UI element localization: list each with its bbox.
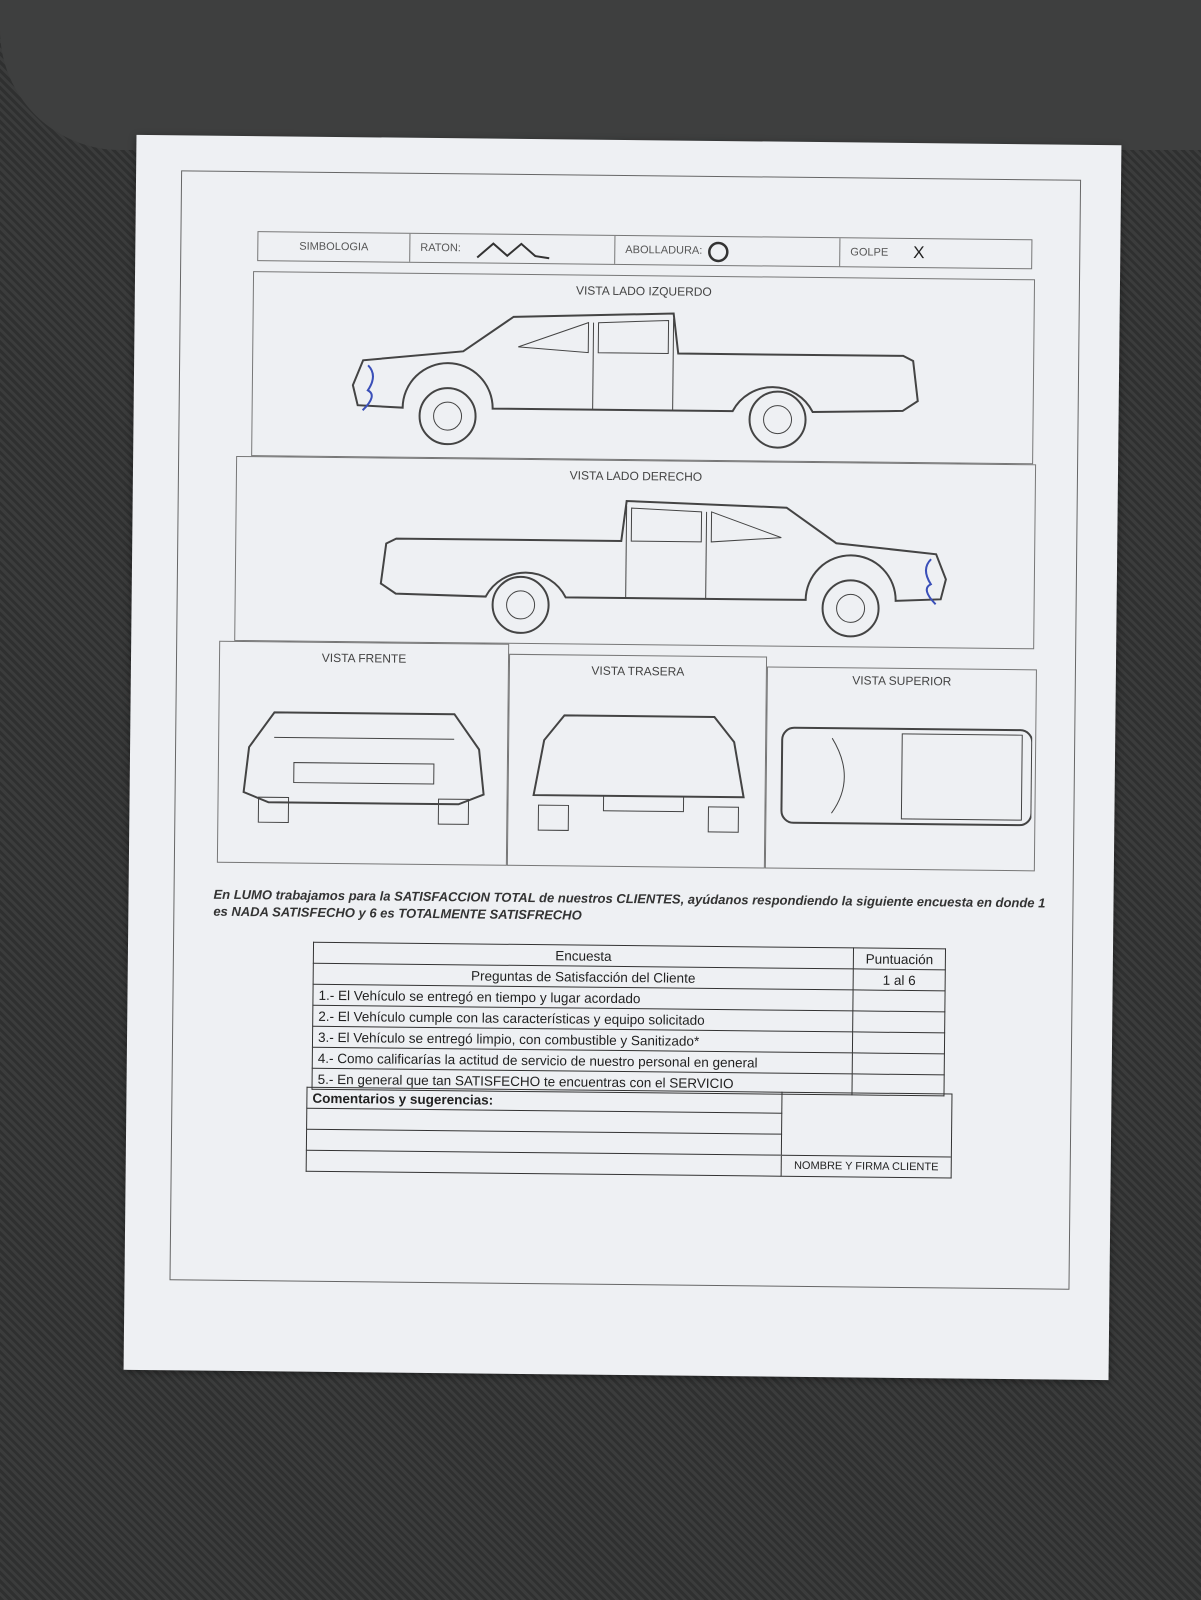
view-top-label: VISTA SUPERIOR [852,673,952,689]
view-left-panel: VISTA LADO IZQUERDO [251,271,1036,465]
legend-golpe: GOLPE X [840,238,1033,268]
comments-table: Comentarios y sugerencias: NOMBRE Y FIRM… [306,1087,953,1179]
view-rear-panel: VISTA TRASERA [506,653,768,869]
truck-left-drawing [351,312,919,449]
legend-raton: RATON: [410,233,616,264]
score-field[interactable] [852,1010,945,1033]
x-icon: X [913,243,925,263]
view-front-label: VISTA FRENTE [321,650,407,666]
view-front-panel: VISTA FRENTE [216,640,510,866]
truck-top-drawing [780,726,1033,827]
score-field[interactable] [852,989,946,1012]
truck-rear-drawing [532,714,745,833]
view-right-panel: VISTA LADO DERECHO [234,455,1037,650]
golpe-label: GOLPE [850,246,889,259]
legend-bar: SIMBOLOGIA RATON: ABOLLADURA: GOLPE X [257,231,1033,270]
view-top-panel: VISTA SUPERIOR [764,666,1037,872]
truck-front-drawing [242,711,485,825]
raton-label: RATON: [420,241,461,255]
score-range: 1 al 6 [853,968,946,991]
score-field[interactable] [852,1052,945,1075]
comments-line[interactable] [306,1150,782,1177]
abolladura-label: ABOLLADURA: [625,244,703,257]
circle-icon [708,241,729,263]
seat-backrest [0,0,1201,150]
inspection-form: SIMBOLOGIA RATON: ABOLLADURA: GOLPE X VI… [123,134,1122,1381]
signature-box[interactable] [781,1092,952,1157]
truck-right-drawing [379,499,947,638]
view-rear-label: VISTA TRASERA [591,663,685,679]
legend-title: SIMBOLOGIA [258,232,411,262]
legend-abolladura: ABOLLADURA: [615,235,841,267]
zigzag-icon [476,242,550,260]
score-field[interactable] [852,1031,945,1054]
score-header: Puntuación [853,947,946,970]
signature-label: NOMBRE Y FIRMA CLIENTE [781,1155,952,1178]
